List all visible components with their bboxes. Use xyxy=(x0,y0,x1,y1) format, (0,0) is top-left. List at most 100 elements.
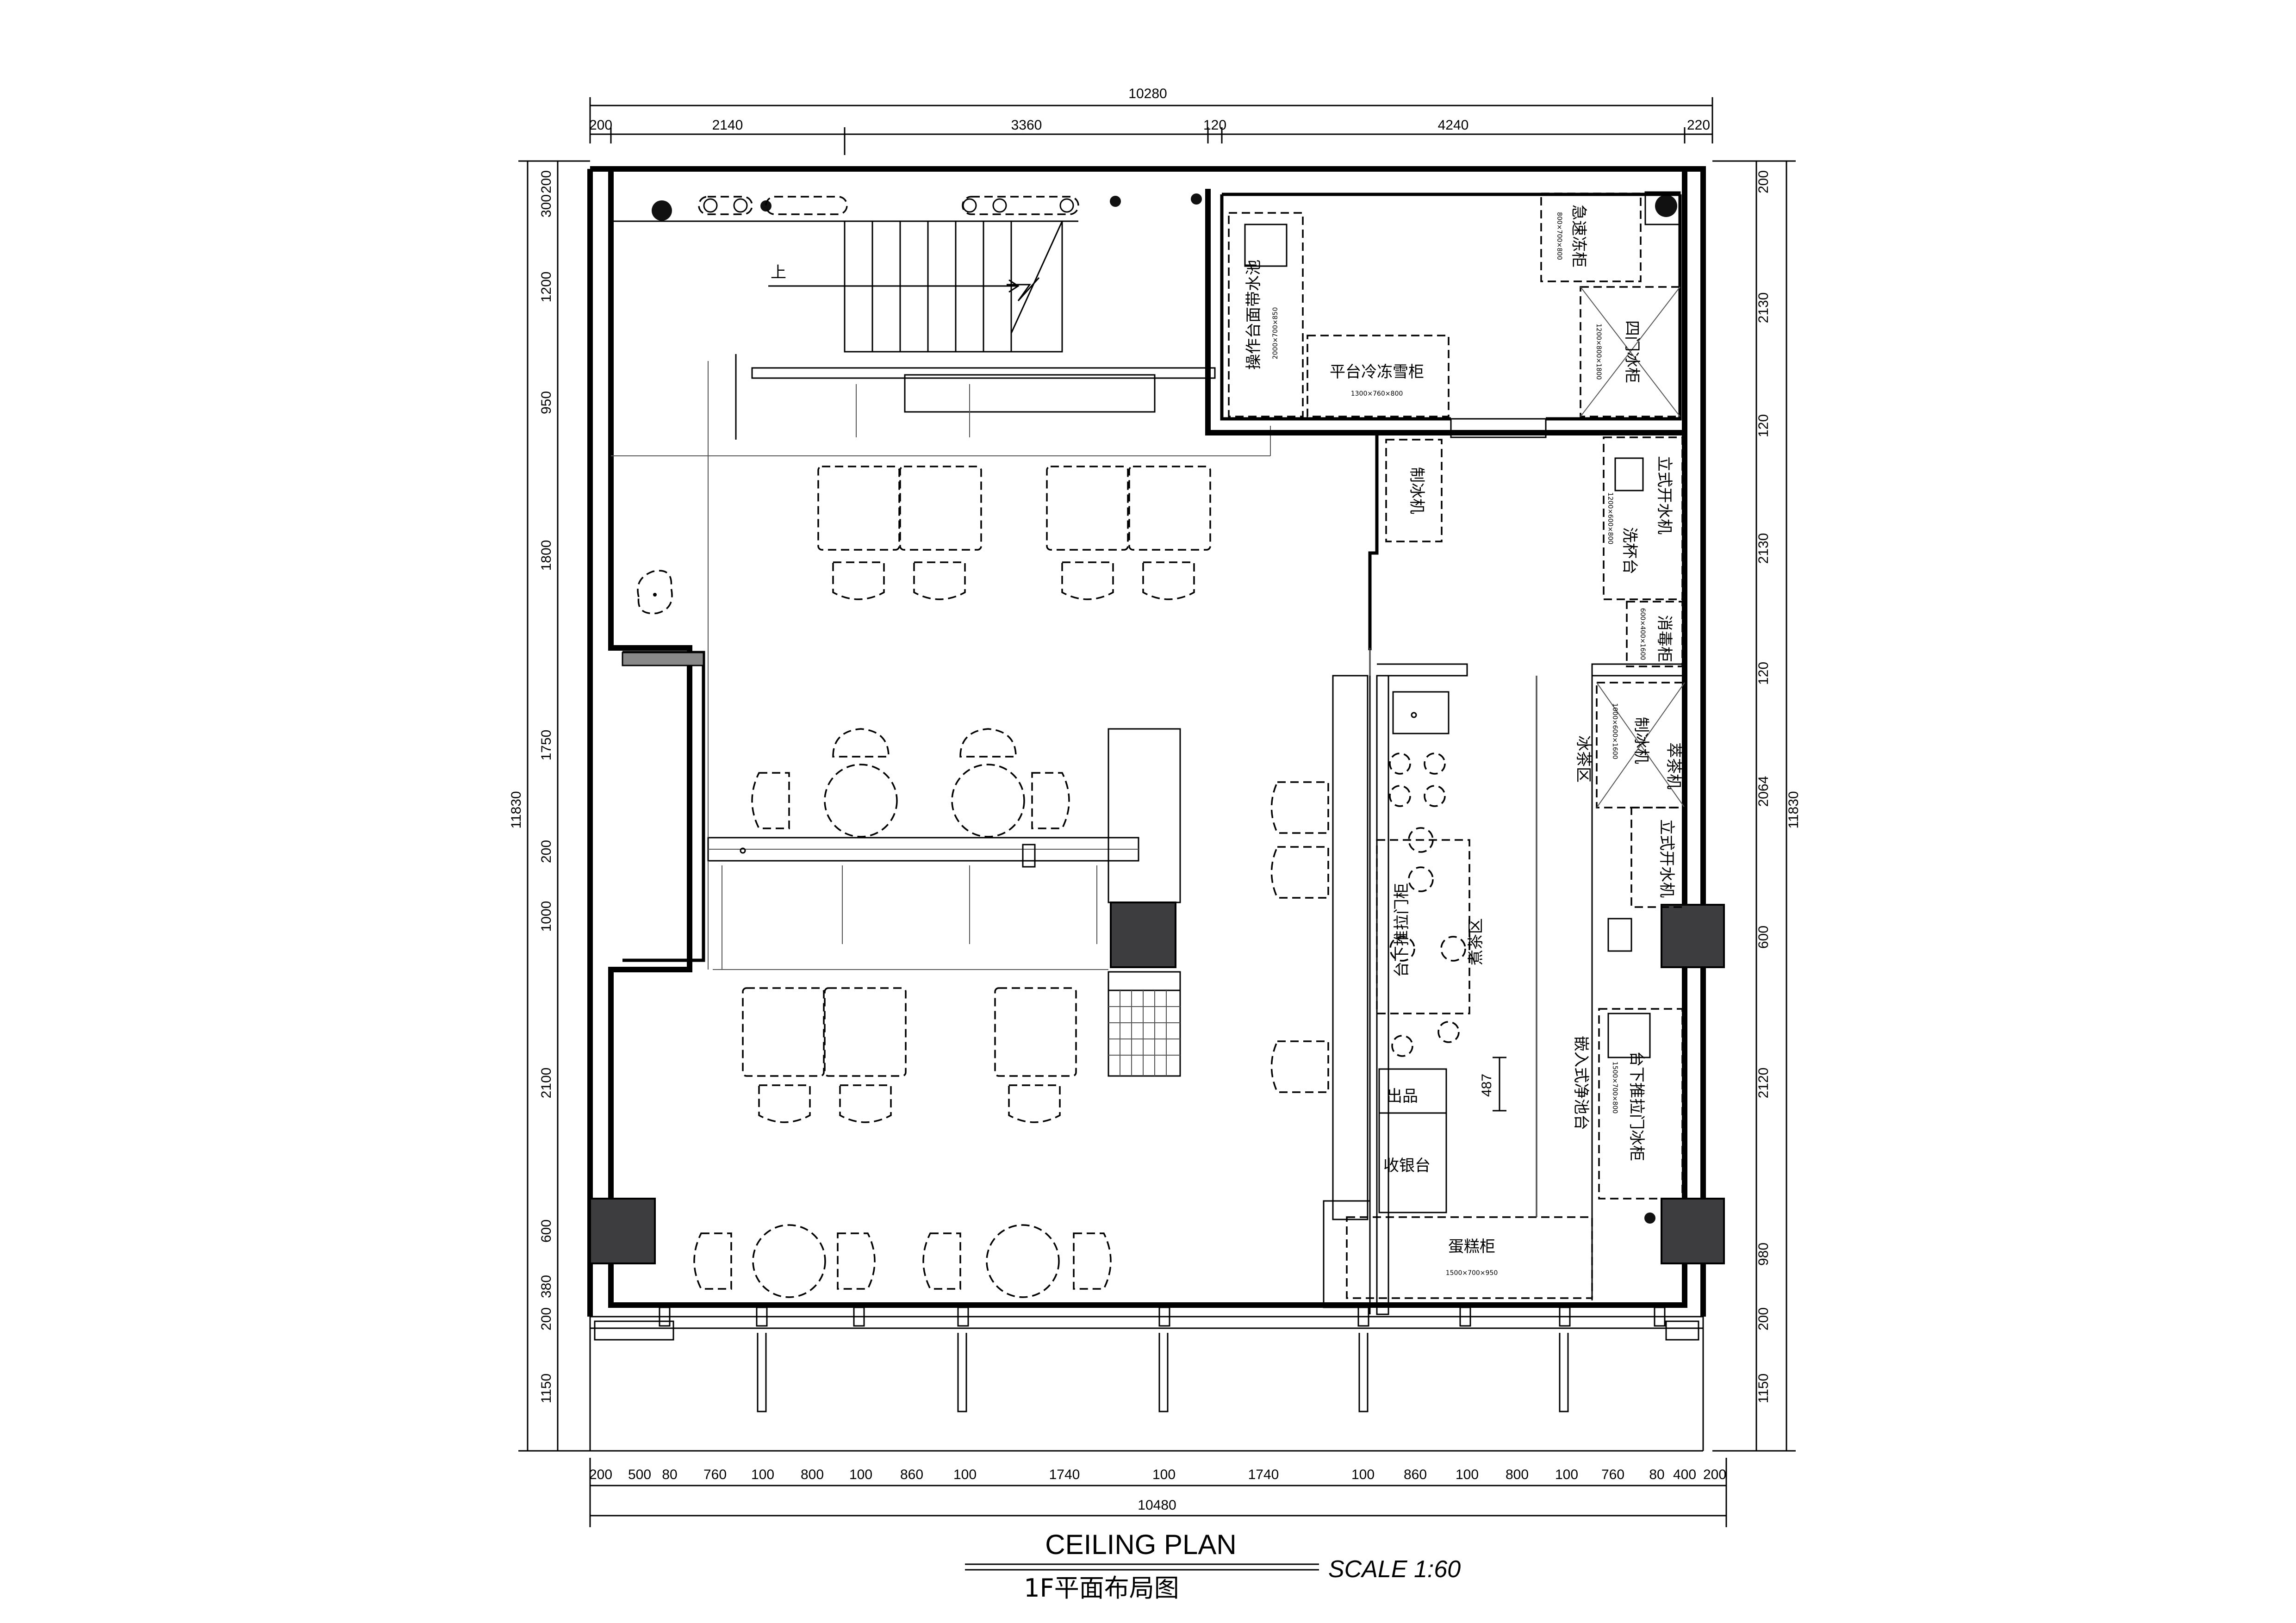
column-bar xyxy=(1110,902,1176,968)
dim-left-7: 1000 xyxy=(539,901,554,932)
embedded-sink-label: 嵌入式净池台 xyxy=(1572,1036,1590,1130)
dim-right-2: 120 xyxy=(1756,414,1771,437)
dim-bottom-overall: 10480 xyxy=(1138,1498,1176,1513)
top-dimensions: 10280 200 2140 3360 120 4240 220 xyxy=(589,86,1713,155)
left-dimensions: 11830 200 300 1200 950 1800 1750 200 100… xyxy=(509,160,590,1452)
dim-bottom-3: 760 xyxy=(703,1467,727,1482)
four-door-freezer-label: 四门冰柜 xyxy=(1623,320,1641,383)
dim-top-4: 4240 xyxy=(1438,118,1469,133)
seating-lower xyxy=(742,987,1077,1123)
drawing-scale: SCALE 1:60 xyxy=(1328,1556,1461,1583)
dim-bottom-4: 100 xyxy=(751,1467,774,1482)
storefront-posts xyxy=(594,1306,1699,1412)
structural-columns xyxy=(589,193,1725,1264)
column-right-bottom xyxy=(1661,1198,1725,1264)
dim-left-0: 200 xyxy=(539,170,554,193)
dim-bottom-12: 100 xyxy=(1351,1467,1375,1482)
dim-bottom-2: 80 xyxy=(662,1467,677,1482)
column-right-top xyxy=(1661,904,1725,968)
cook-tea-zone-label: 煮茶区 xyxy=(1467,918,1485,965)
dim-left-11: 200 xyxy=(539,1307,554,1331)
cake-cabinet-label: 蛋糕柜 xyxy=(1448,1237,1495,1256)
disinfect-size: 600×400×1600 xyxy=(1639,608,1646,660)
dim-right-7: 2120 xyxy=(1756,1068,1771,1099)
disinfect-label: 消毒柜 xyxy=(1655,615,1674,662)
drawing-title: CEILING PLAN xyxy=(1045,1529,1236,1560)
plant-icon xyxy=(637,570,673,615)
dim-right-9: 200 xyxy=(1756,1307,1771,1331)
dim-bottom-5: 800 xyxy=(801,1467,824,1482)
dim-bottom-8: 100 xyxy=(953,1467,977,1482)
dim-bottom-14: 100 xyxy=(1456,1467,1479,1482)
cake-cabinet-size: 1500×700×950 xyxy=(1446,1269,1498,1277)
dim-top-3: 120 xyxy=(1203,118,1226,133)
dim-top-overall: 10280 xyxy=(1128,86,1167,101)
seating-round-bottom xyxy=(693,1224,1112,1298)
platform-freezer-size: 1300×760×800 xyxy=(1351,390,1403,398)
dim-bottom-16: 100 xyxy=(1555,1467,1578,1482)
dim-top-0: 200 xyxy=(589,118,612,133)
dim-right-1: 2130 xyxy=(1756,292,1771,323)
dim-bottom-1: 500 xyxy=(628,1467,651,1482)
quick-freezer-label: 急速冻柜 xyxy=(1569,205,1588,267)
dim-top-2: 3360 xyxy=(1011,118,1042,133)
title-block: CEILING PLAN 1F平面布局图 SCALE 1:60 xyxy=(965,1529,1461,1603)
dim-bottom-20: 200 xyxy=(1703,1467,1726,1482)
platform-freezer-label: 平台冷冻雪柜 xyxy=(1330,363,1424,381)
sink-counter-size: 2000×700×850 xyxy=(1272,307,1279,360)
output-label: 出品 xyxy=(1387,1087,1418,1106)
ice-machine-label: 制冰机 xyxy=(1407,467,1426,514)
dim-right-6: 600 xyxy=(1756,926,1771,949)
dim-right-4: 120 xyxy=(1756,662,1771,685)
dim-bottom-9: 1740 xyxy=(1049,1467,1080,1482)
under-counter-2-label: 台下推拉门冰柜 xyxy=(1627,1051,1646,1161)
dim-left-9: 600 xyxy=(539,1219,554,1243)
ice-maker-2-label: 制冰机 xyxy=(1632,717,1650,764)
vertical-water-2-label: 立式开水机 xyxy=(1657,819,1676,898)
dim-right-overall: 11830 xyxy=(1786,791,1801,828)
bottom-dimensions: 10480 200 500 80 760 100 800 100 860 100… xyxy=(589,1458,1727,1527)
cashier-label: 收银台 xyxy=(1383,1157,1431,1175)
dim-left-10: 380 xyxy=(539,1275,554,1298)
ice-tea-zone-label: 冰茶区 xyxy=(1574,735,1593,783)
right-dimensions: 11830 200 2130 120 2130 120 2064 600 212… xyxy=(1712,160,1801,1452)
dim-bottom-13: 860 xyxy=(1404,1467,1427,1482)
dim-bottom-15: 800 xyxy=(1506,1467,1529,1482)
seating-bar-stools xyxy=(1270,781,1329,1093)
quick-freezer-size: 800×700×800 xyxy=(1556,212,1563,260)
dim-bottom-11: 1740 xyxy=(1248,1467,1279,1482)
dim-right-5: 2064 xyxy=(1756,776,1771,807)
dim-left-overall: 11830 xyxy=(509,791,524,828)
ice-maker-2-size: 1000×600×1600 xyxy=(1611,703,1618,759)
stair-up-label: 上 xyxy=(771,263,786,282)
dim-left-4: 1800 xyxy=(539,540,554,571)
dim-left-6: 200 xyxy=(539,840,554,863)
dim-left-2: 1200 xyxy=(539,272,554,303)
four-door-freezer-size: 1200×800×1800 xyxy=(1595,323,1602,379)
drawing-subtitle: 1F平面布局图 xyxy=(1024,1573,1179,1603)
dim-left-8: 2100 xyxy=(539,1068,554,1099)
top-light-fixtures xyxy=(611,196,1079,222)
central-divider xyxy=(707,361,1537,1217)
vertical-water-label: 立式开水机 xyxy=(1655,456,1674,535)
column-left xyxy=(589,1198,656,1264)
dim-right-8: 980 xyxy=(1756,1243,1771,1266)
dim-bottom-17: 760 xyxy=(1601,1467,1624,1482)
dim-bottom-18: 80 xyxy=(1649,1467,1664,1482)
under-counter-2-size: 1500×700×800 xyxy=(1611,1062,1618,1114)
dim-bottom-19: 400 xyxy=(1673,1467,1696,1482)
bar-area: 制冰机 立式开水机 洗杯台 1200×600×800 消毒柜 600×400×1… xyxy=(1323,433,1686,1315)
back-kitchen: 操作台面带水池 2000×700×850 平台冷冻雪柜 1300×760×800… xyxy=(1205,189,1685,438)
dim-top-1: 2140 xyxy=(712,118,743,133)
dim-bottom-0: 200 xyxy=(589,1467,612,1482)
dim-top-5: 220 xyxy=(1687,118,1710,133)
stair-counter xyxy=(611,354,1271,456)
dim-right-10: 1150 xyxy=(1756,1374,1771,1404)
dim-right-3: 2130 xyxy=(1756,533,1771,564)
dim-left-3: 950 xyxy=(539,391,554,414)
staircase: 上 xyxy=(768,220,1063,353)
tea-machine-label: 萃茶机 xyxy=(1664,742,1683,790)
dim-right-0: 200 xyxy=(1756,170,1771,193)
cup-wash-label: 洗杯台 xyxy=(1620,527,1639,574)
